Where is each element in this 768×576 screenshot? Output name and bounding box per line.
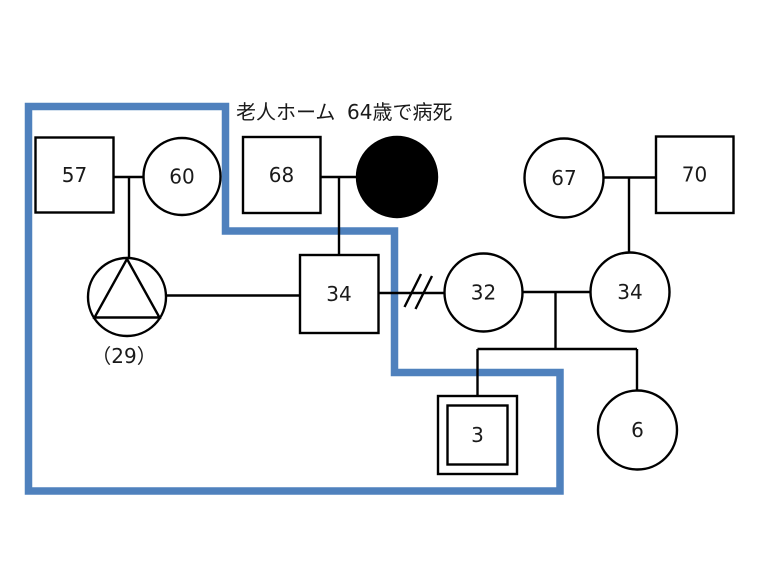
male-square-57 <box>34 136 115 214</box>
female-circle-60 <box>142 136 222 217</box>
male-square-34 <box>298 253 380 335</box>
female-circle-32 <box>443 252 524 333</box>
age-label-3: 3 <box>471 423 484 447</box>
pregnancy-triangle-icon <box>92 256 162 319</box>
female-circle-67 <box>523 137 605 219</box>
age-label-67: 67 <box>551 166 576 190</box>
age-label-57: 57 <box>62 163 87 187</box>
index-child-inner-square <box>446 404 509 466</box>
female-circle-6 <box>596 389 679 471</box>
male-square-68 <box>241 135 322 215</box>
death-note-label: 64歳で病死 <box>347 100 452 124</box>
age-label-6: 6 <box>631 418 644 442</box>
divorce-slash-icon <box>403 273 423 308</box>
age-label-34-male: 34 <box>326 282 351 306</box>
age-label-34-female: 34 <box>617 280 642 304</box>
pregnancy-age-label: （29） <box>91 344 156 368</box>
age-label-70: 70 <box>682 163 707 187</box>
person-symbols <box>34 135 735 476</box>
connector-lines <box>113 175 656 396</box>
divorce-slash-icon <box>414 275 434 310</box>
deceased-female-circle <box>355 135 439 219</box>
household-boundary <box>24 102 564 495</box>
female-circle-34 <box>589 251 671 333</box>
age-label-68: 68 <box>269 163 294 187</box>
age-label-60: 60 <box>169 165 194 189</box>
age-label-32: 32 <box>471 281 496 305</box>
male-square-70 <box>654 135 735 215</box>
nursing-home-label: 老人ホーム <box>236 100 335 124</box>
